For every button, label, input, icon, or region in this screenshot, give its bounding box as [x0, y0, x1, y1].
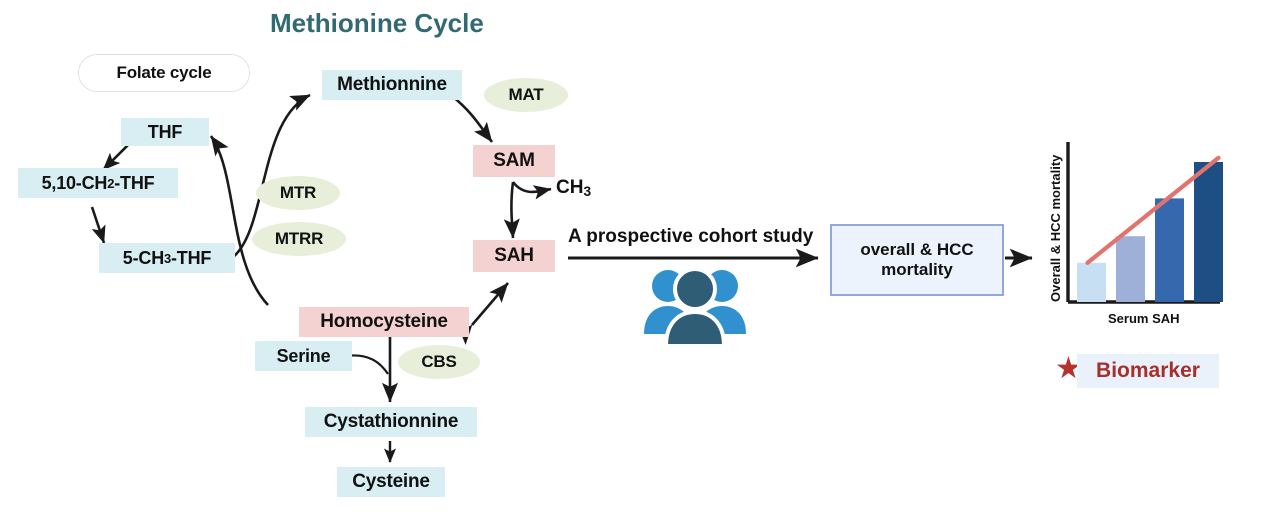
folate-cycle-pill: Folate cycle: [78, 54, 250, 92]
enzyme-mtr: MTR: [256, 176, 340, 210]
node-label-sub: 3: [164, 250, 172, 266]
node-cystathionine: Cystathionnine: [305, 407, 477, 437]
node-label-part: -THF: [114, 172, 155, 193]
bar-2: [1155, 198, 1184, 302]
outcome-line-2: mortality: [881, 260, 953, 279]
node-serine: Serine: [255, 341, 352, 371]
methyl-group-label: CH3: [556, 177, 591, 199]
chart-axes: [1066, 142, 1223, 304]
node-homocysteine: Homocysteine: [299, 307, 469, 337]
enzyme-cbs: CBS: [398, 345, 480, 379]
page-title: Methionine Cycle: [270, 8, 484, 38]
bar-3: [1194, 162, 1223, 302]
node-label-sub: 2: [107, 175, 115, 191]
outcome-line-1: overall & HCC: [860, 240, 974, 260]
enzyme-mtrr: MTRR: [252, 222, 346, 256]
node-label-part: 5-CH: [122, 247, 164, 268]
node-sah: SAH: [473, 240, 555, 272]
node-label-part: -THF: [171, 247, 212, 268]
node-thf: THF: [121, 118, 209, 146]
chart-x-axis-label: Serum SAH: [1108, 311, 1180, 326]
enzyme-mat: MAT: [484, 78, 568, 112]
bar-1: [1116, 236, 1145, 302]
cohort-study-label: A prospective cohort study: [568, 226, 814, 247]
bar-0: [1077, 262, 1106, 302]
methyl-sub: 3: [583, 184, 592, 199]
node-cysteine: Cysteine: [337, 467, 445, 497]
node-sam: SAM: [473, 145, 555, 177]
people-group-icon: [644, 267, 746, 348]
outcome-box: overall & HCC mortality: [830, 224, 1004, 296]
chart-trendline: [1085, 155, 1221, 265]
methyl-prefix: CH: [556, 177, 584, 198]
node-methionine: Methionnine: [322, 70, 462, 100]
node-label-part: 5,10-CH: [41, 172, 108, 193]
biomarker-badge: Biomarker: [1077, 354, 1219, 388]
bar-chart: Overall & HCC mortality Serum SAH: [1030, 130, 1230, 335]
